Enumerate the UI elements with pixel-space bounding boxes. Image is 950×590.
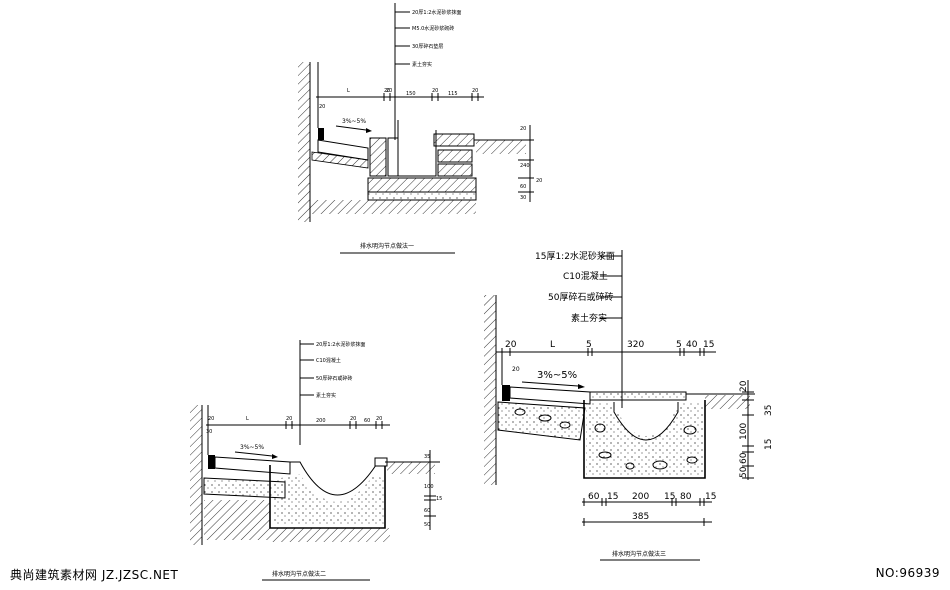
d3-dim-b-1: 60 xyxy=(588,492,600,502)
d2-dim-r-1: 35 xyxy=(424,454,430,460)
d2-callout-1: 20厚1:2水泥砂浆抹面 xyxy=(316,341,365,348)
d2-dim-top-2: 20 xyxy=(286,416,292,422)
d1-dim-top-6: 20 xyxy=(472,88,478,94)
d1-dim-r-3: 20 xyxy=(536,178,542,184)
d2-curb-block xyxy=(208,455,215,469)
d2-dim-top-3: 200 xyxy=(316,418,326,424)
d1-dim-top-1: 20 xyxy=(384,88,390,94)
d3-callout-3: 50厚碎石或碎砖 xyxy=(548,291,613,303)
d3-dim-r-3: 100 xyxy=(739,423,749,440)
d2-callout-3: 50厚碎石或碎砖 xyxy=(316,375,352,382)
d3-slope: 3%~5% xyxy=(537,370,577,381)
d2-dim-left: 30 xyxy=(206,429,212,435)
d1-dim-left: 20 xyxy=(319,104,325,110)
d3-dim-r-2: 35 xyxy=(764,405,774,416)
d1-dim-top-4: 20 xyxy=(432,88,438,94)
d1-dim-top-3: 150 xyxy=(406,91,416,97)
d2-dim-top-1: 20 xyxy=(208,416,214,422)
d2-dim-r-4: 60 xyxy=(424,508,430,514)
d3-callout-1: 15厚1:2水泥砂浆面 xyxy=(535,250,615,262)
d2-dim-r-2: 100 xyxy=(424,484,434,490)
detail-1: 3%~5% 20厚1:2水泥砂浆抹面 M5.0水泥砂浆砌砖 30厚碎石垫层 素土… xyxy=(298,3,542,254)
d3-dim-total: 385 xyxy=(632,512,649,522)
d1-dim-top-2: 20 xyxy=(386,88,392,94)
d3-dim-top-2: 5 xyxy=(586,340,592,350)
d3-dim-top-4: 5 xyxy=(676,340,682,350)
d2-callout-2: C10混凝土 xyxy=(316,357,341,364)
d2-dim-top-6: 20 xyxy=(376,416,382,422)
detail-2: 3%~5% 20厚1:2水泥砂浆抹面 C10混凝土 50厚碎石或碎砖 素土夯实 … xyxy=(190,340,442,581)
d3-curb-block xyxy=(502,385,510,401)
d3-dim-r-1: 20 xyxy=(739,380,749,392)
d1-curb-block xyxy=(318,128,324,140)
d3-title: 排水明沟节点做法三 xyxy=(612,550,666,558)
d2-dim-top-4: 20 xyxy=(350,416,356,422)
d3-dim-top-1: 20 xyxy=(505,340,517,350)
d1-dim-top-5: 115 xyxy=(448,91,458,97)
d1-callout-2: M5.0水泥砂浆砌砖 xyxy=(412,25,454,32)
d3-callout-2: C10混凝土 xyxy=(563,270,608,282)
d3-dim-top-3: 320 xyxy=(627,340,644,350)
d1-slab-hatch xyxy=(311,151,369,169)
d3-dim-top-L: L xyxy=(550,340,555,350)
d3-dim-top-5: 40 xyxy=(686,340,698,350)
d3-dim-b-5: 80 xyxy=(680,492,692,502)
d3-dim-r-5: 60 xyxy=(739,452,749,464)
d3-dim-b-3: 200 xyxy=(632,492,649,502)
d3-dim-left: 20 xyxy=(512,366,520,373)
d3-dim-r-4: 15 xyxy=(764,439,774,450)
d1-dim-r-1: 20 xyxy=(520,126,526,132)
d1-callout-4: 素土夯实 xyxy=(412,61,432,68)
d2-title: 排水明沟节点做法二 xyxy=(272,570,326,578)
d2-slope: 3%~5% xyxy=(240,444,264,451)
d3-dim-r-6: 50 xyxy=(739,466,749,478)
d1-callout-1: 20厚1:2水泥砂浆抹面 xyxy=(412,9,461,16)
d1-slope: 3%~5% xyxy=(342,118,366,125)
d2-callout-4: 素土夯实 xyxy=(316,392,336,399)
d1-dim-r-4: 60 xyxy=(520,184,526,190)
d3-callout-4: 素土夯实 xyxy=(571,312,607,324)
d2-dim-top-L: L xyxy=(246,416,249,422)
d3-dim-b-2: 15 xyxy=(607,492,618,502)
d1-dim-r-5: 30 xyxy=(520,195,526,201)
d1-dim-top-L: L xyxy=(347,88,350,94)
d2-dim-r-3: 15 xyxy=(436,496,442,502)
d1-wall-hatch xyxy=(298,62,310,222)
detail-3: 3%~5% 15厚1:2水泥砂浆面 C10混凝土 50厚碎石或碎砖 素土夯实 2… xyxy=(484,250,774,561)
d1-dim-r-2: 240 xyxy=(520,163,530,169)
d1-callout-3: 30厚碎石垫层 xyxy=(412,43,443,50)
d3-dim-b-6: 15 xyxy=(705,492,716,502)
d2-dim-top-5: 60 xyxy=(364,418,370,424)
d3-dim-b-4: 15 xyxy=(664,492,675,502)
d2-dim-r-5: 50 xyxy=(424,522,430,528)
d3-dim-top-6: 15 xyxy=(703,340,714,350)
watermark-right: NO:96939 xyxy=(875,566,940,580)
watermark-left: 典尚建筑素材网 JZ.JZSC.NET xyxy=(10,568,179,582)
d1-title: 排水明沟节点做法一 xyxy=(360,242,414,250)
